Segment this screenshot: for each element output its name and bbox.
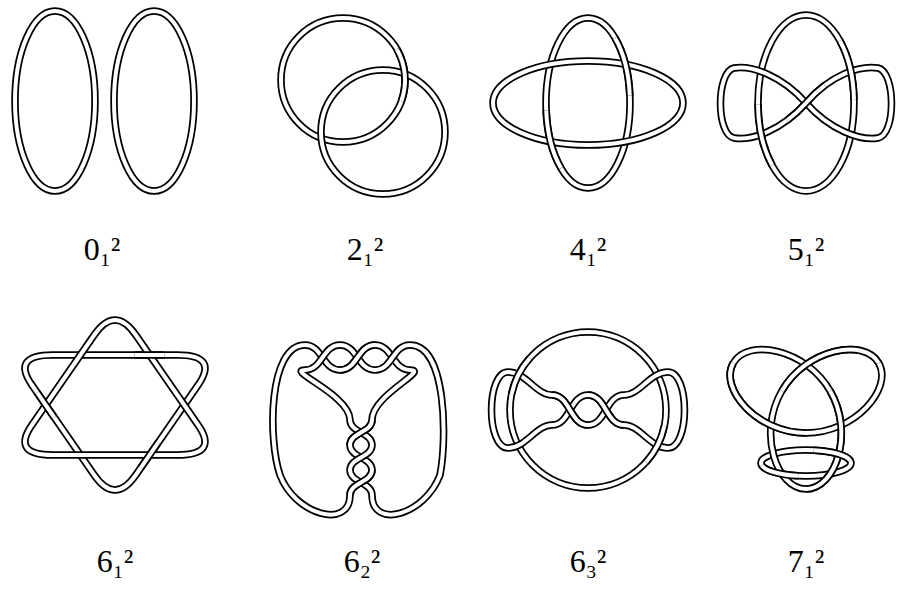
link-4-drawing — [493, 18, 683, 188]
link-label: 7₁² — [788, 544, 825, 579]
tube-over-core — [141, 443, 158, 468]
tube-over-outline — [840, 41, 854, 100]
tube-core — [492, 372, 685, 448]
whitehead-link-drawing — [721, 15, 892, 191]
hopf-link-drawing — [281, 18, 445, 194]
link-label: 2₁² — [347, 232, 384, 267]
link-label: 5₁² — [788, 232, 825, 267]
torus-link-drawing — [25, 320, 205, 490]
tube-core — [721, 67, 892, 138]
tube-core — [510, 332, 666, 488]
tube-over-outline — [37, 393, 54, 418]
tube-over-outline — [730, 363, 806, 433]
tube-over-core — [350, 420, 372, 445]
tube-over-outline — [806, 391, 841, 489]
tube-outline — [25, 355, 205, 490]
tube-over-core — [782, 350, 879, 391]
tube-over-core — [646, 426, 664, 462]
tube-over-core — [588, 395, 624, 425]
tube-over-core — [758, 105, 772, 166]
tube-over-outline — [546, 110, 561, 168]
tube-core — [758, 15, 854, 191]
tube-core — [15, 11, 95, 191]
tube-over-core — [730, 363, 806, 433]
link-label: 6₁² — [97, 544, 134, 579]
trefoil-link-drawing — [730, 350, 882, 489]
tube-over-core — [814, 450, 851, 461]
tube-core — [301, 345, 443, 515]
tube-over-core — [546, 110, 561, 168]
tube-over-outline — [135, 351, 165, 359]
tube-core — [546, 18, 630, 188]
tube-over-outline — [340, 345, 375, 370]
tube-outline — [15, 11, 95, 191]
tube-over-outline — [758, 105, 772, 166]
tube-over-outline — [615, 38, 630, 96]
tube-over-core — [135, 353, 165, 357]
tube-core — [321, 70, 445, 194]
tube-over-core — [340, 345, 375, 370]
link-label: 6₂² — [344, 544, 381, 579]
circle-link-drawing — [492, 332, 685, 488]
tube-outline — [301, 345, 443, 515]
tube-outline — [721, 67, 892, 138]
link-label: 6₃² — [570, 544, 607, 579]
twisted-link-drawing — [273, 345, 444, 515]
tube-over-outline — [512, 358, 530, 394]
tube-core — [114, 11, 194, 191]
tube-over-outline — [762, 465, 799, 476]
tube-over-core — [787, 85, 825, 120]
link-label: 4₁² — [570, 232, 607, 267]
tube-over-outline — [350, 470, 372, 495]
tube-over-outline — [552, 395, 588, 425]
tube-outline — [25, 320, 205, 455]
tube-over-outline — [646, 426, 664, 462]
tube-outline — [321, 70, 445, 194]
tube-core — [273, 345, 414, 515]
link-label: 0₁² — [84, 232, 121, 267]
tube-over-core — [615, 38, 630, 96]
tube-over-core — [762, 465, 799, 476]
tube-over-core — [512, 358, 530, 394]
tube-over-core — [552, 395, 588, 425]
tube-over-core — [37, 393, 54, 418]
tube-over-outline — [787, 85, 825, 120]
tube-core — [25, 320, 205, 455]
tube-over-core — [840, 41, 854, 100]
tube-core — [493, 61, 683, 145]
tube-over-outline — [141, 443, 158, 468]
tube-outline — [758, 15, 854, 191]
tube-outline — [273, 345, 414, 515]
tube-over-core — [350, 470, 372, 495]
tube-core — [25, 355, 205, 490]
tube-outline — [546, 18, 630, 188]
tube-outline — [510, 332, 666, 488]
tube-over-outline — [397, 49, 405, 101]
tube-outline — [492, 372, 685, 448]
tube-over-outline — [350, 420, 372, 445]
tube-outline — [730, 350, 882, 489]
tube-over-outline — [782, 350, 879, 391]
tube-outline — [493, 61, 683, 145]
unlink-drawing — [15, 11, 194, 191]
tube-over-core — [397, 49, 405, 101]
tube-over-outline — [814, 450, 851, 461]
tube-core — [730, 350, 882, 489]
tube-outline — [114, 11, 194, 191]
tube-over-outline — [588, 395, 624, 425]
tube-over-core — [806, 391, 841, 489]
